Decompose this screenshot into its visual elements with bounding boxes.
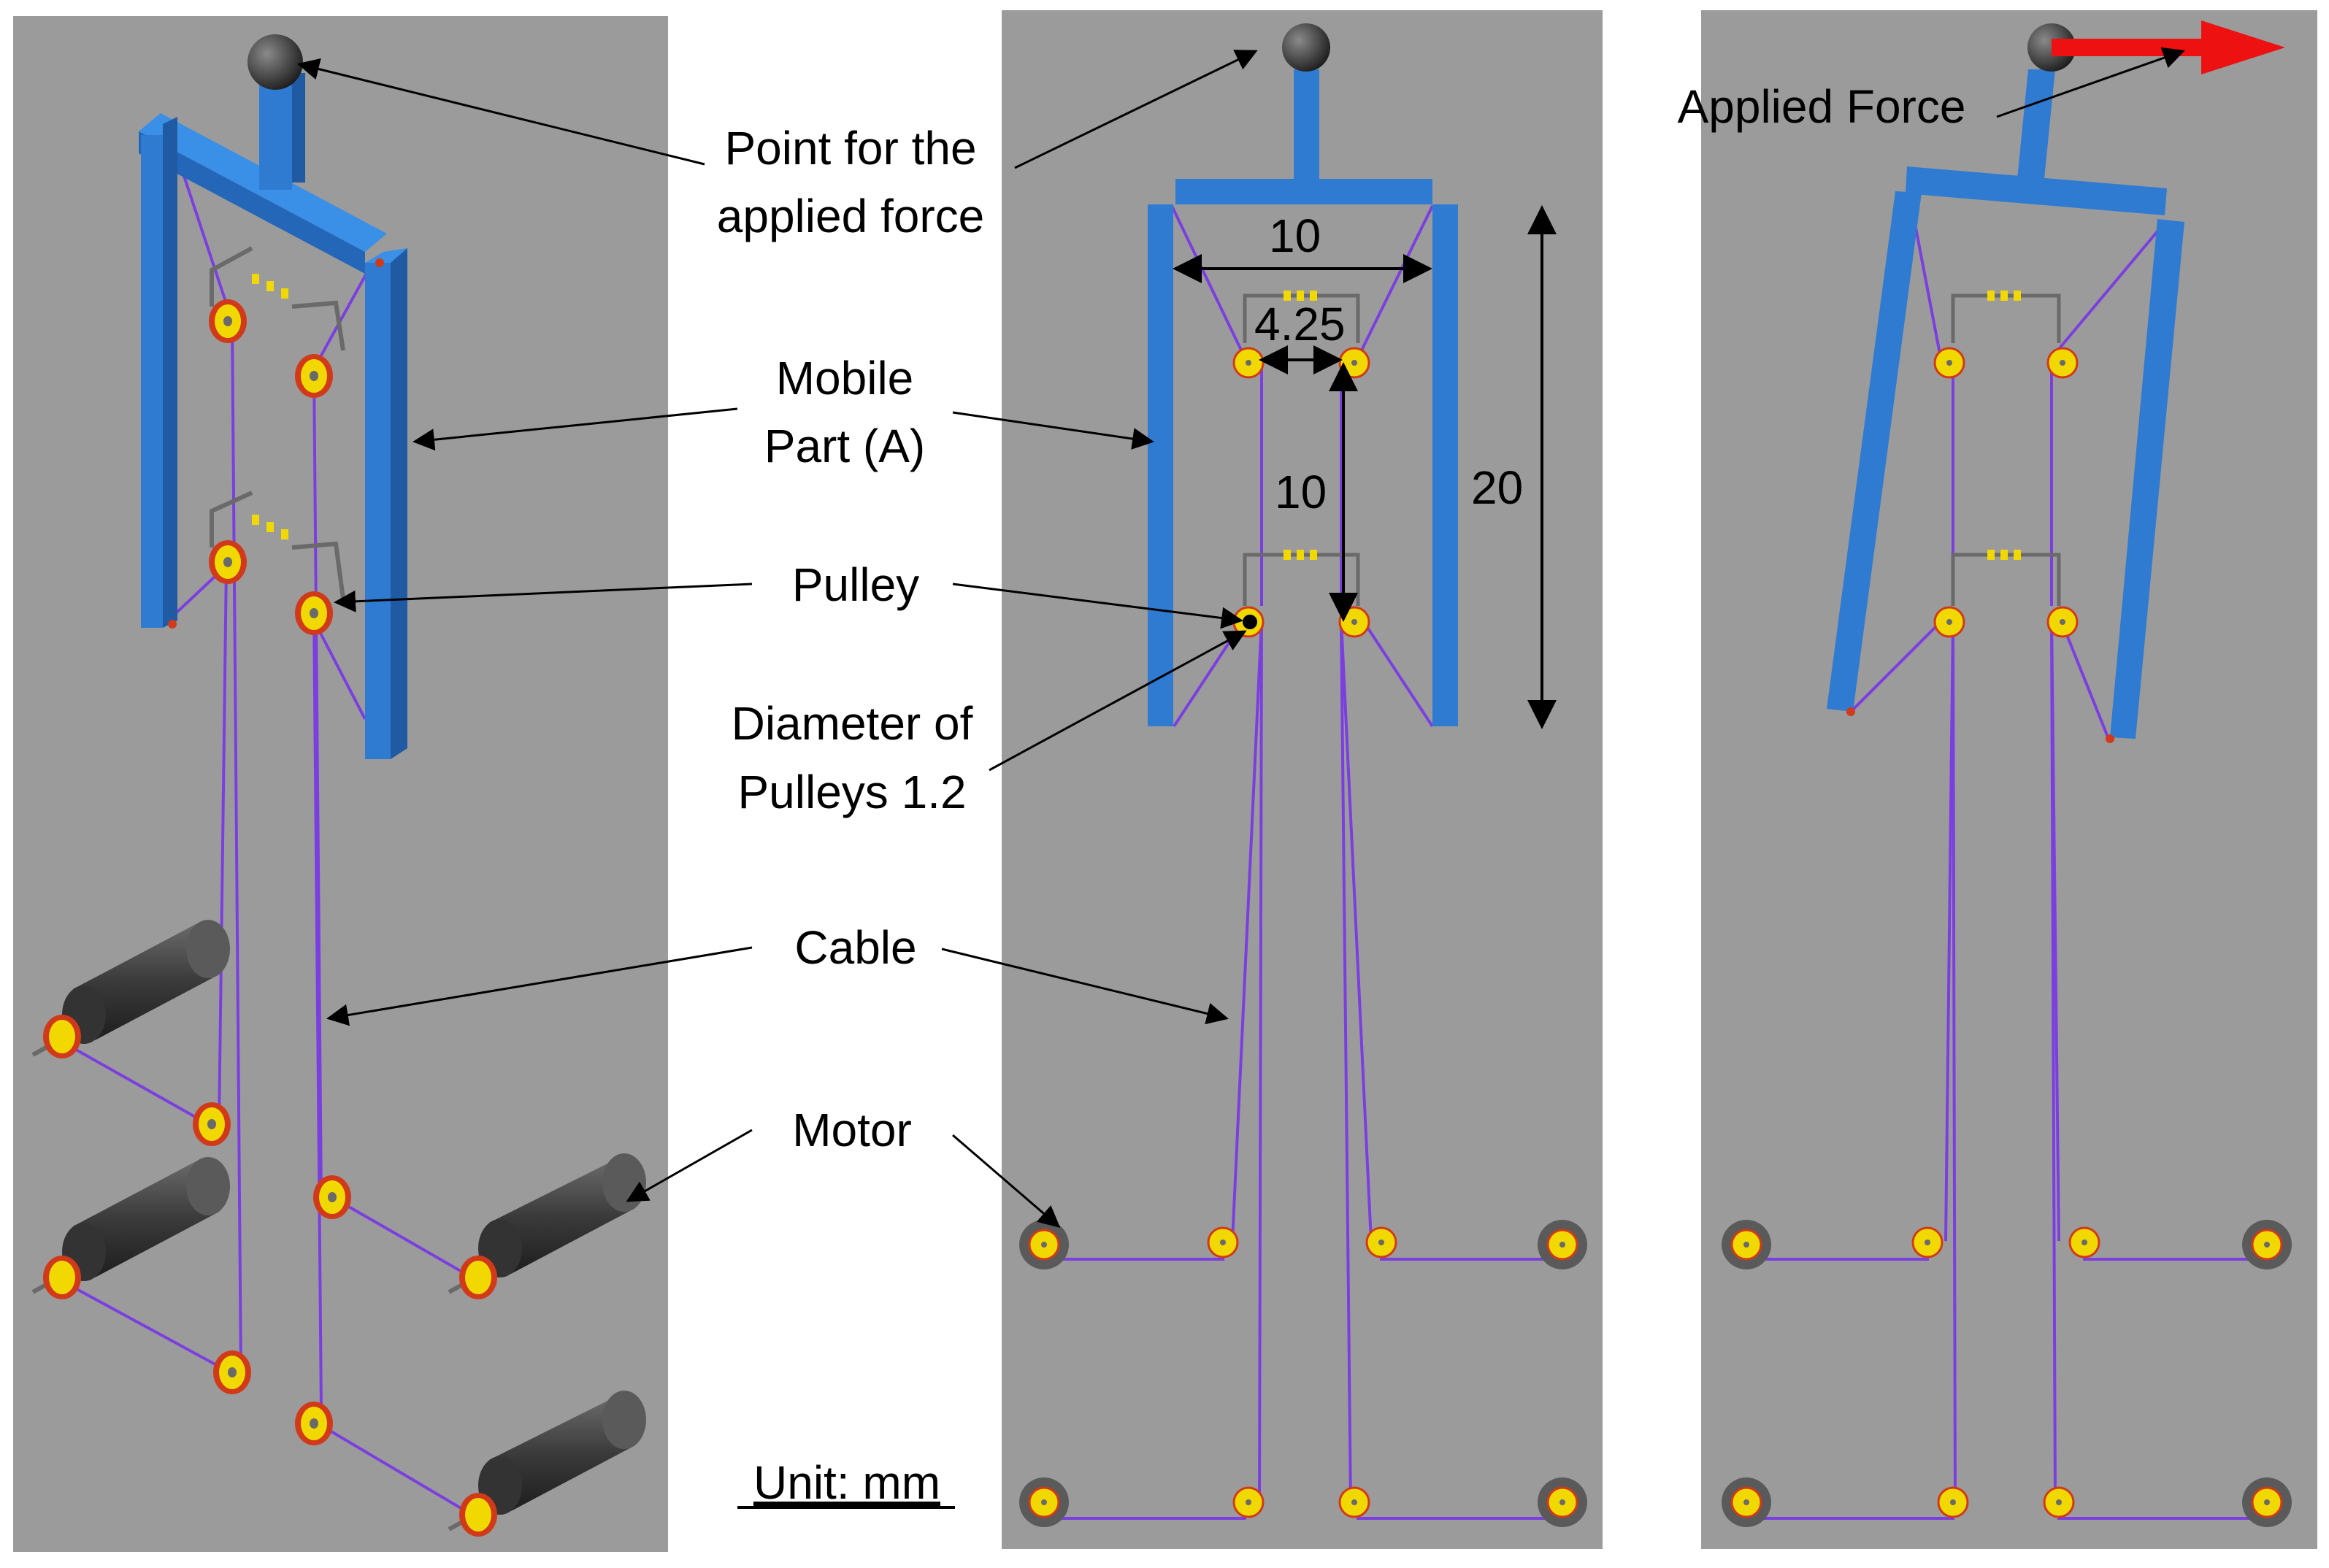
label-diameter-line1: Diameter of	[732, 697, 973, 750]
panel-force-background	[1701, 10, 2317, 1549]
force-motors	[1722, 1220, 2292, 1527]
panel-front-dimensions: 10 4.25 10 20	[1002, 10, 1603, 1549]
callout-arrows	[297, 47, 2185, 1228]
iso-brackets	[210, 246, 345, 599]
label-motor: Motor	[792, 1104, 912, 1156]
force-pulleys	[1911, 347, 2100, 1518]
label-point-line2: applied force	[717, 190, 984, 242]
callout-labels: Point for the applied force Mobile Part …	[717, 80, 1966, 1509]
label-applied-force: Applied Force	[1678, 80, 1966, 133]
panel-isometric-background	[13, 16, 668, 1552]
iso-cables	[61, 149, 480, 1520]
label-mobile-line2: Part (A)	[764, 420, 925, 472]
iso-force-point-knob	[248, 34, 303, 90]
label-mobile-line1: Mobile	[776, 352, 914, 404]
dimension-pulley-pitch: 10	[1275, 466, 1327, 518]
dimension-top-width: 10	[1269, 210, 1321, 262]
dimension-arrows	[1173, 205, 1557, 729]
label-unit: Unit: mm	[753, 1456, 940, 1509]
front-pulley-diameter-marker	[1243, 615, 1257, 629]
label-point-line1: Point for the	[724, 122, 976, 174]
panel-isometric	[13, 16, 668, 1552]
panel-applied-force	[1701, 10, 2317, 1549]
iso-bracket-dots	[252, 274, 288, 539]
front-force-point-knob	[1282, 23, 1330, 72]
label-diameter-line2: Pulleys 1.2	[737, 766, 966, 818]
front-motors	[1019, 1220, 1587, 1527]
label-pulley: Pulley	[792, 558, 919, 611]
front-mobile-frame	[1148, 69, 1458, 726]
iso-motors	[31, 920, 646, 1537]
label-cable: Cable	[794, 921, 916, 974]
front-bracket-dots	[1284, 291, 1317, 560]
force-mobile-frame	[1827, 69, 2184, 743]
dimension-frame-height: 20	[1471, 461, 1523, 514]
iso-mobile-frame	[139, 73, 407, 759]
iso-pulleys	[193, 299, 351, 1445]
dimension-pulley-gap: 4.25	[1254, 298, 1346, 350]
force-bracket-dots	[1987, 291, 2021, 560]
